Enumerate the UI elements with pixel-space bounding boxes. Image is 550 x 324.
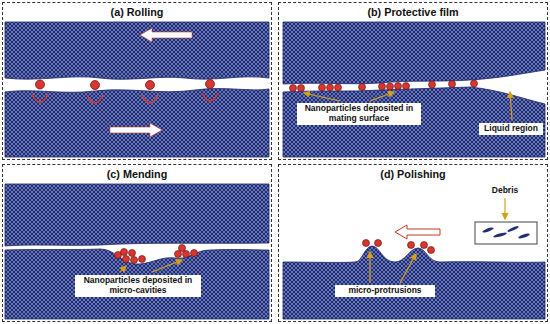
panel-box: (d) PolishingDebris micro-protrusions xyxy=(278,164,548,322)
callout-label: Liquid region xyxy=(479,123,543,135)
protective-film-illustration xyxy=(283,22,545,157)
callout-label: micro-protrusions xyxy=(335,285,435,297)
callout-label: Nanoparticles deposited in mating surfac… xyxy=(297,103,421,125)
panel-title: (d) Polishing xyxy=(279,168,547,180)
panel-title: (c) Mending xyxy=(3,168,271,180)
panel-title: (b) Protective film xyxy=(279,6,547,18)
rolling-illustration xyxy=(5,22,269,157)
callout-label: Debris xyxy=(481,185,529,197)
panel-box: (c) MendingNanoparticles deposited in mi… xyxy=(2,164,272,322)
panel-box: (b) Protective filmNanoparticles deposit… xyxy=(278,2,548,160)
callout-label: Nanoparticles deposited in micro-cavitie… xyxy=(75,275,201,297)
mending-illustration xyxy=(5,184,269,319)
polishing-illustration xyxy=(283,198,545,319)
panel-title: (a) Rolling xyxy=(3,6,271,18)
panel-box: (a) Rolling xyxy=(2,2,272,160)
